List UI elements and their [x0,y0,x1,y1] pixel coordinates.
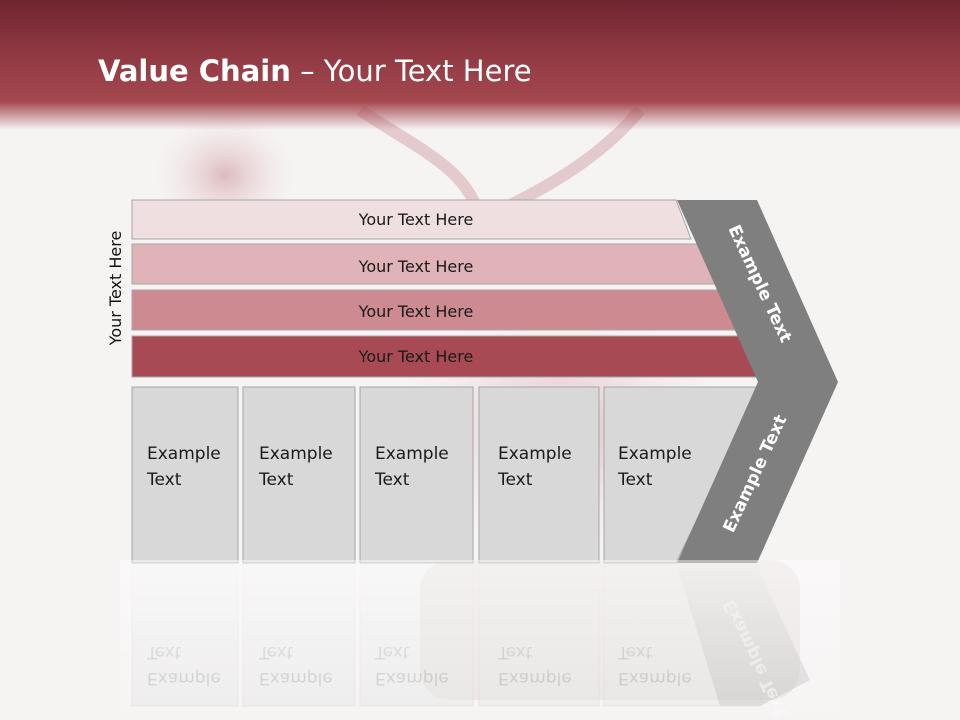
margin-chevron-shape [677,200,838,563]
primary-cell-2-line1: Example [259,444,333,464]
primary-cell-2-line2: Text [258,470,294,490]
primary-cell-3-line1: Example [375,444,449,464]
primary-cells: Example Text Example Text Example Text E… [131,386,762,564]
primary-cell-5-line2: Text [617,470,653,490]
slide-title-main: Value Chain [98,54,291,88]
support-bar-1 [131,199,692,240]
primary-cell-3-line2: Text [374,470,410,490]
support-activities-label: Your Text Here [106,231,125,347]
support-bar-3-label: Your Text Here [358,302,474,321]
slide-title-subtitle: – Your Text Here [290,54,532,88]
primary-cell-1-line2: Text [146,470,182,490]
support-bar-4-label: Your Text Here [358,347,474,366]
reflection: Example Text Example Text Example Text E… [120,560,840,720]
primary-cell-1 [131,386,239,564]
primary-cell-4-line1: Example [498,444,572,464]
primary-cell-2 [242,386,356,564]
support-bar-2-label: Your Text Here [358,257,474,276]
support-bar-1-label: Your Text Here [358,210,474,229]
primary-cell-5-line1: Example [618,444,692,464]
primary-cell-4-line2: Text [497,470,533,490]
slide-title: Value Chain – Your Text Here [98,54,532,88]
title-bar: Value Chain – Your Text Here [0,0,960,130]
support-bars: Your Text Here Your Text Here Your Text … [131,199,764,378]
primary-cell-3 [359,386,474,564]
primary-cell-4 [478,386,600,564]
primary-cell-1-line1: Example [147,444,221,464]
